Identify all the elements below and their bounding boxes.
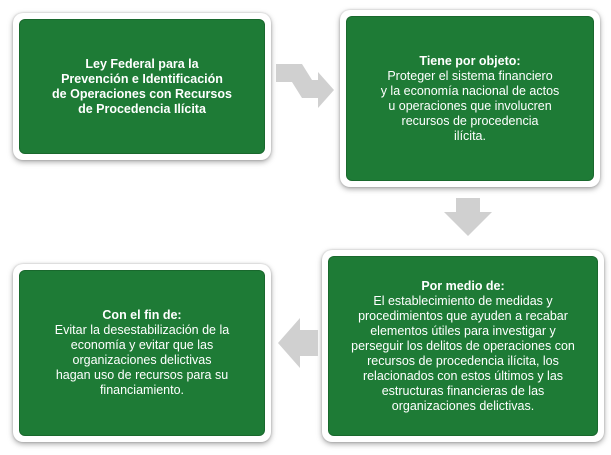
objective-box: Tiene por objeto: Proteger el sistema fi… <box>340 10 600 187</box>
law-title-line: Prevención e Identificación <box>61 71 223 86</box>
objective-heading: Tiene por objeto: <box>419 53 521 68</box>
means-line: relacionados con estos últimos y las <box>362 368 564 383</box>
law-title-text: Ley Federal para la Prevención e Identif… <box>19 19 265 154</box>
purpose-line: hagan uso de recursos para su <box>55 368 229 382</box>
purpose-line: economía y evitar que las <box>70 338 214 352</box>
means-box: Por medio de: El establecimiento de medi… <box>322 250 604 442</box>
law-title-box: Ley Federal para la Prevención e Identif… <box>13 13 271 160</box>
objective-line: recursos de procedencia <box>401 113 539 128</box>
law-title-line: de Procedencia Ilícita <box>78 101 206 116</box>
objective-line: y la economía nacional de actos <box>380 83 560 98</box>
purpose-line: organizaciones delictivas <box>72 353 212 367</box>
left-arrow-icon <box>278 318 318 368</box>
means-line: recursos de procedencia ilícita, los <box>367 353 559 368</box>
objective-line: u operaciones que involucren <box>388 98 552 113</box>
means-line: elementos útiles para investigar y <box>370 323 556 338</box>
law-title-line: Ley Federal para la <box>85 56 199 71</box>
purpose-line: financiamiento. <box>99 383 185 397</box>
bent-right-arrow-shape <box>276 64 334 108</box>
left-arrow-shape <box>278 318 318 368</box>
bent-right-arrow-icon <box>276 64 334 108</box>
law-title-line: de Operaciones con Recursos <box>52 86 232 101</box>
purpose-box: Con el fin de: Evitar la desestabilizaci… <box>13 264 271 442</box>
means-text: Por medio de: El establecimiento de medi… <box>328 256 598 436</box>
means-line: estructuras financieras de las <box>381 383 545 398</box>
purpose-text: Con el fin de: Evitar la desestabilizaci… <box>19 270 265 436</box>
objective-line: ilícita. <box>454 128 486 143</box>
means-line: organizaciones delictivas. <box>391 398 535 413</box>
means-line: perseguir los delitos de operaciones con <box>351 338 575 353</box>
objective-line: Proteger el sistema financiero <box>387 68 553 83</box>
purpose-line: Evitar la desestabilización de la <box>54 323 230 337</box>
objective-text: Tiene por objeto: Proteger el sistema fi… <box>346 16 594 181</box>
purpose-heading: Con el fin de: <box>102 308 182 322</box>
means-line: procedimientos que ayuden a recabar <box>358 308 568 323</box>
means-line: El establecimiento de medidas y <box>373 293 553 308</box>
down-arrow-shape <box>444 198 492 236</box>
means-heading: Por medio de: <box>421 278 505 293</box>
down-arrow-icon <box>444 198 492 236</box>
